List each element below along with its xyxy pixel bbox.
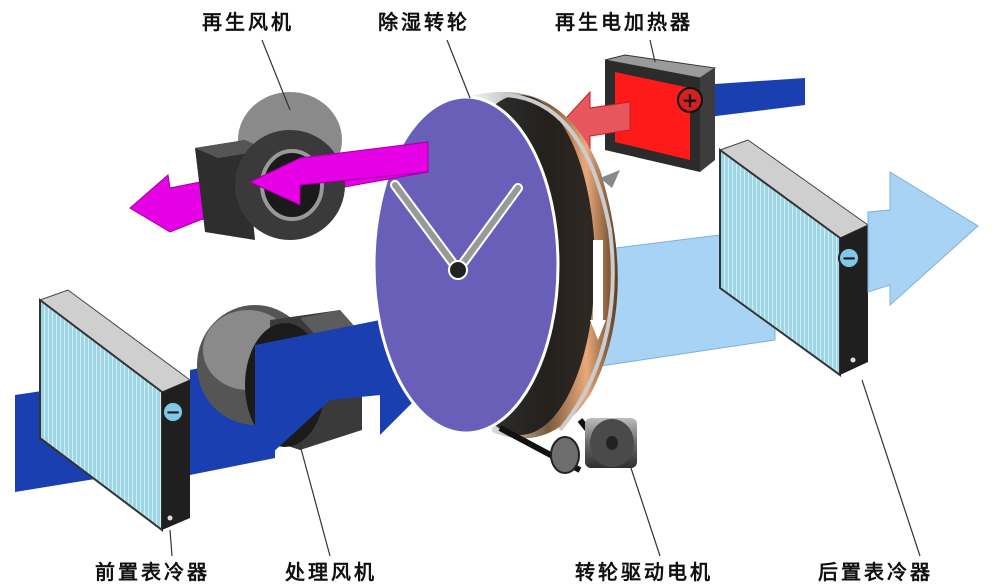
label-wheel-motor: 转轮驱动电机 bbox=[575, 560, 713, 584]
label-regen-fan: 再生风机 bbox=[202, 10, 294, 34]
pre-cooler-coil: − bbox=[38, 289, 191, 533]
post-cooler-coil: − bbox=[718, 139, 869, 377]
pre-cooler-minus-icon: − bbox=[165, 402, 180, 423]
post-cooler-minus-icon: − bbox=[841, 248, 856, 269]
label-pre-cooler: 前置表冷器 bbox=[95, 560, 210, 584]
regen-exhaust-arrow-front bbox=[248, 141, 429, 206]
leader-lines bbox=[169, 39, 921, 557]
label-desiccant-wheel: 除湿转轮 bbox=[378, 10, 470, 34]
post-cooler-badge bbox=[838, 247, 860, 269]
wheel-drive-motor bbox=[498, 418, 637, 474]
dry-air-outlet-arrow bbox=[867, 171, 979, 307]
regen-heater: + bbox=[604, 54, 717, 172]
heater-plus-icon: + bbox=[682, 88, 699, 112]
heater-badge bbox=[677, 87, 703, 113]
desiccant-wheel bbox=[372, 91, 620, 439]
label-post-cooler: 后置表冷器 bbox=[818, 560, 933, 584]
label-regen-heater: 再生电加热器 bbox=[555, 10, 693, 34]
label-process-fan: 处理风机 bbox=[285, 560, 377, 584]
pre-cooler-badge bbox=[162, 401, 184, 423]
regen-air-inlet-arrow bbox=[700, 78, 805, 118]
